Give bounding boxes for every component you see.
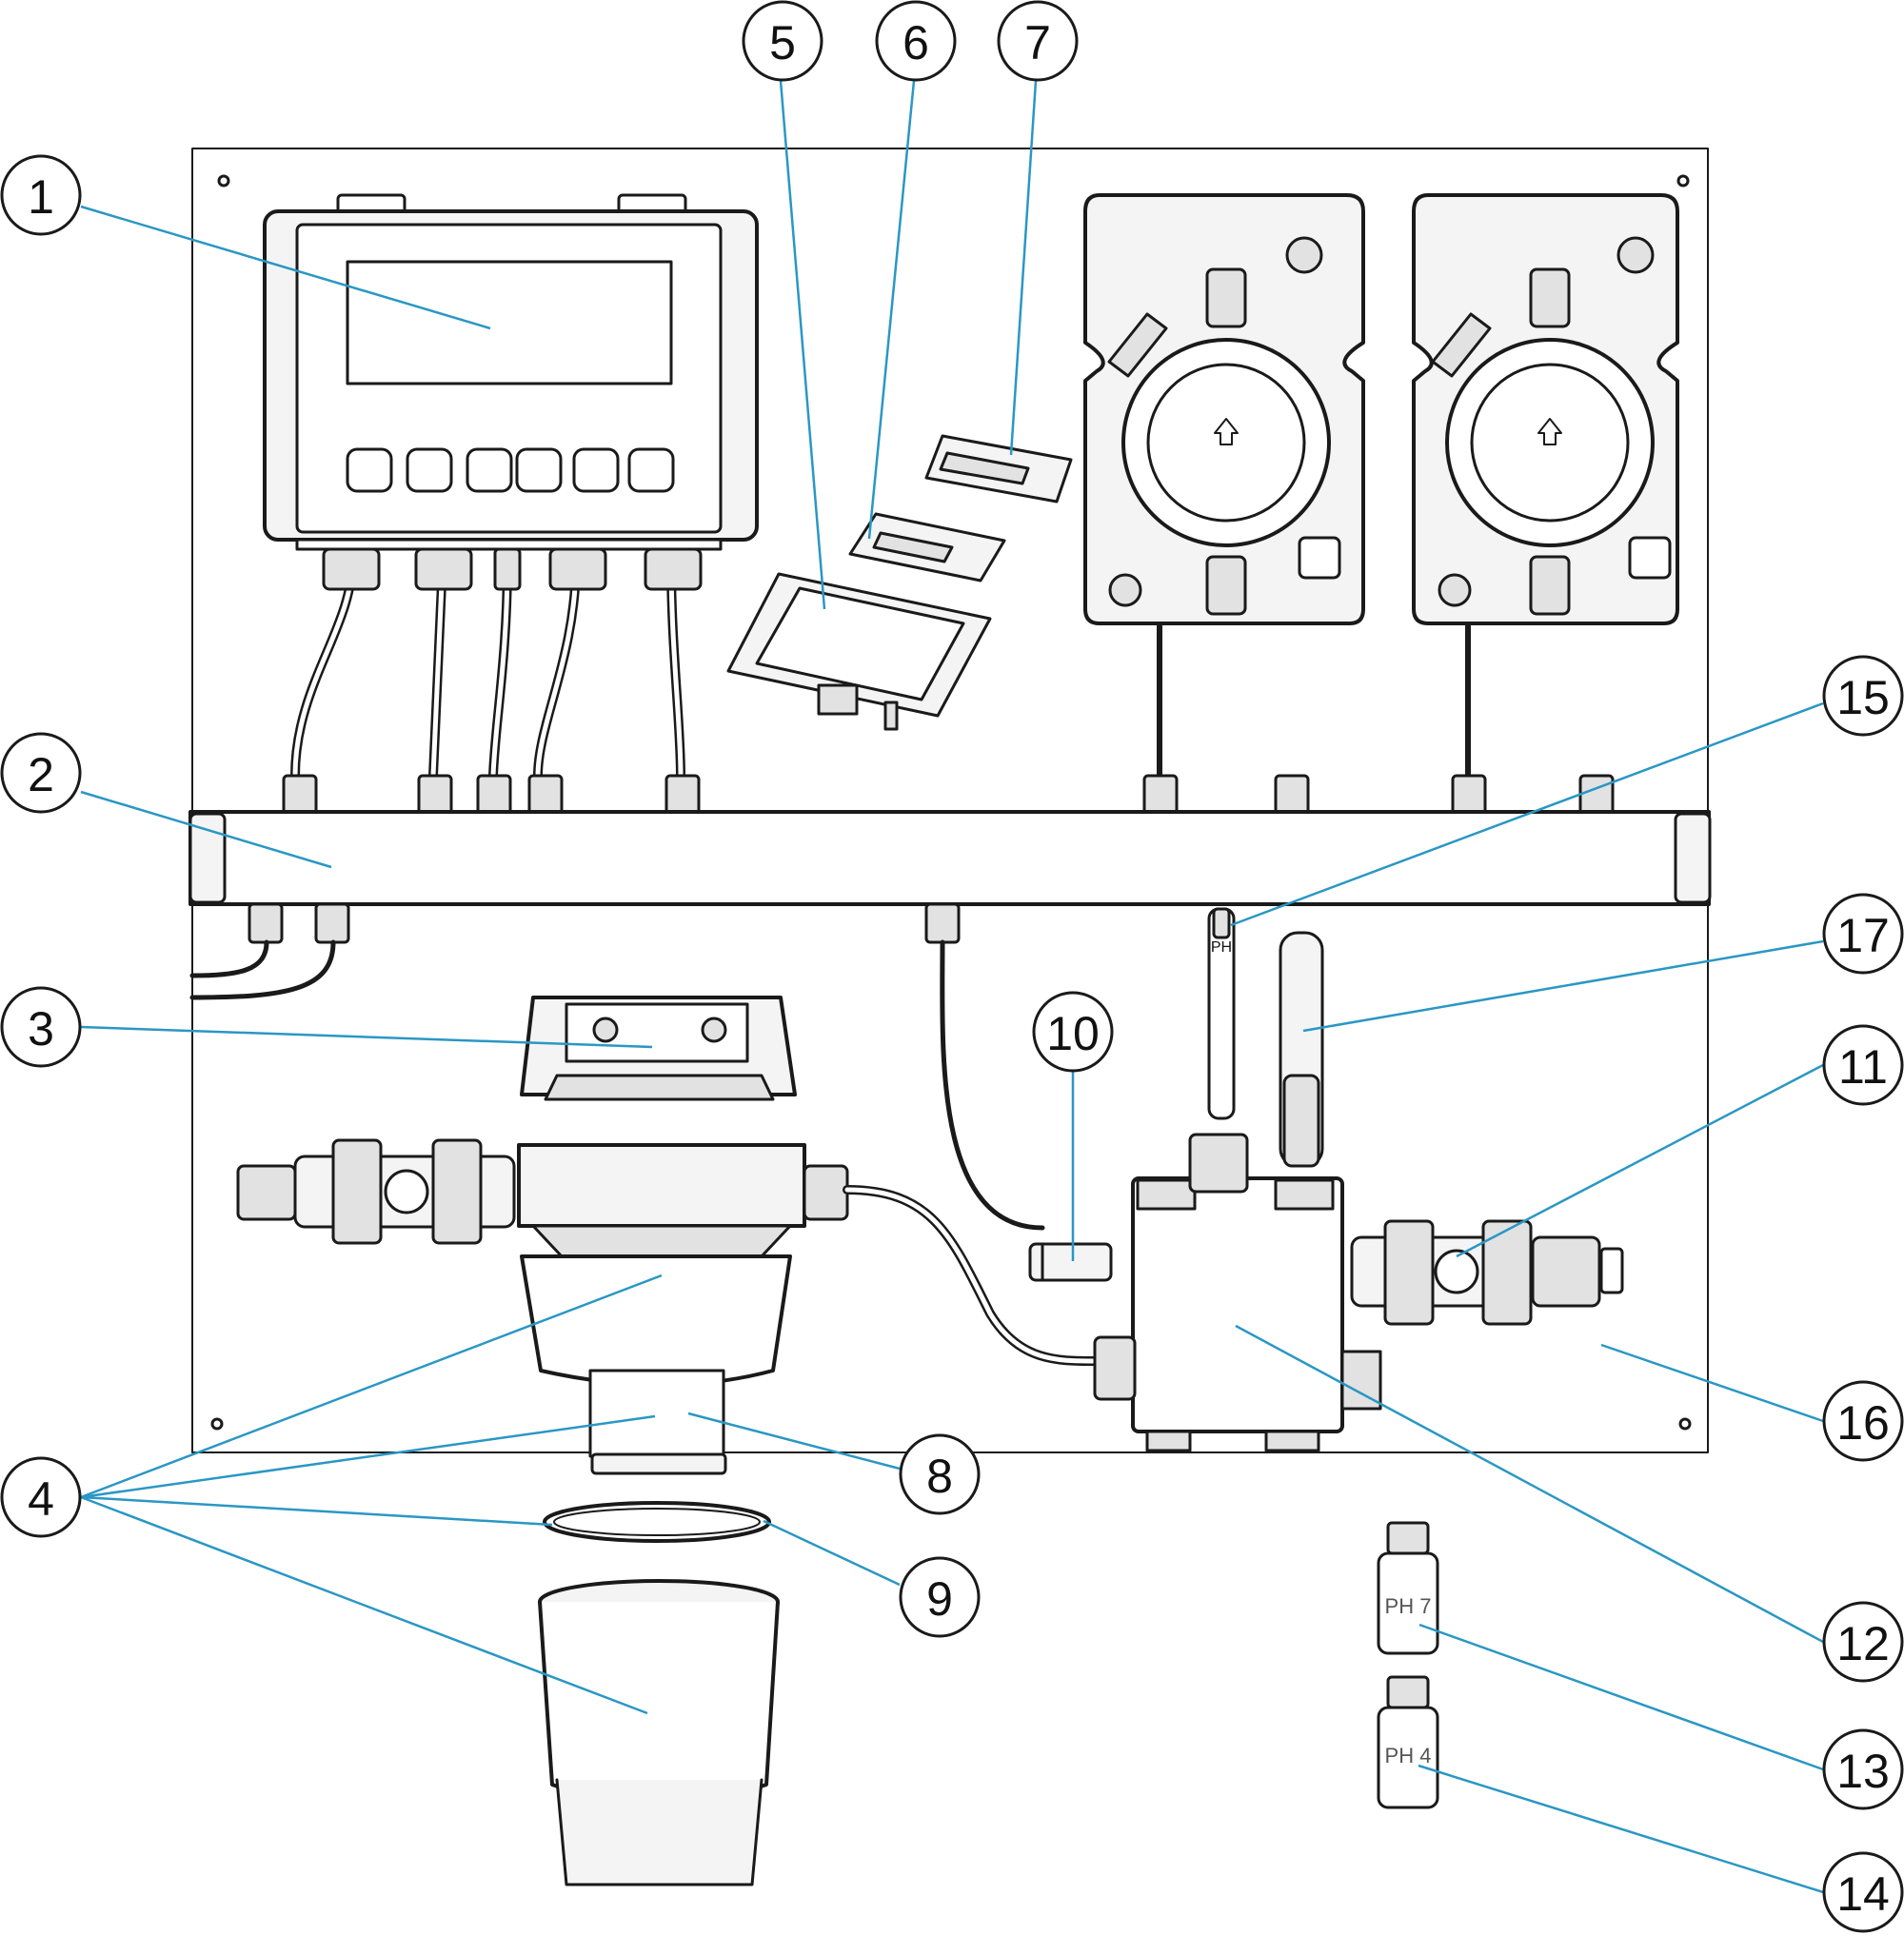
leader-12 <box>1235 1324 1824 1644</box>
callout-11: 11 <box>1822 1024 1904 1106</box>
callout-circle <box>742 0 823 82</box>
controller-buttons <box>346 447 675 493</box>
callout-circle <box>1822 893 1904 975</box>
leader-5 <box>779 80 826 610</box>
filter-assembly <box>236 1138 1100 1475</box>
callout-number: 7 <box>1024 16 1051 69</box>
callout-13: 13 <box>1822 1728 1904 1810</box>
ph7-label: PH 7 <box>1385 1594 1432 1618</box>
leader-4d <box>80 1495 648 1715</box>
callout-circle <box>1822 1851 1904 1933</box>
callout-number: 1 <box>28 170 54 224</box>
callout-4: 4 <box>0 1456 82 1538</box>
callout-10: 10 <box>1032 991 1114 1073</box>
ph4-label: PH 4 <box>1385 1744 1432 1767</box>
rail-fittings <box>282 774 1615 818</box>
cable-glands <box>322 547 703 591</box>
outlet-valve <box>1350 1219 1624 1326</box>
callout-5: 5 <box>742 0 823 82</box>
callout-circle <box>875 0 957 82</box>
callout-number: 4 <box>28 1472 54 1526</box>
circuit-board-small <box>848 512 1006 582</box>
leader-14 <box>1418 1764 1824 1894</box>
dosing-pump-right <box>1412 193 1679 779</box>
probe-holder-block <box>1093 1133 1382 1452</box>
leader-16 <box>1600 1343 1824 1423</box>
manifold-rail <box>188 774 1712 1231</box>
callout-circle <box>899 1433 981 1515</box>
leader-6 <box>867 80 916 540</box>
leader-17 <box>1302 939 1824 1033</box>
callout-circle <box>1822 1728 1904 1810</box>
leader-4a <box>80 1274 663 1499</box>
callout-number: 12 <box>1836 1617 1890 1670</box>
callout-number: 5 <box>769 16 796 69</box>
callout-circle <box>1822 1601 1904 1683</box>
controller-unit <box>263 193 759 591</box>
callout-number: 6 <box>902 16 929 69</box>
callout-circle <box>1822 655 1904 737</box>
callout-1: 1 <box>0 154 82 236</box>
display-board <box>726 572 992 731</box>
buffer-bottle-ph4: PH 4 <box>1377 1675 1439 1809</box>
callout-2: 2 <box>0 732 82 814</box>
callout-circle <box>0 732 82 814</box>
callout-17: 17 <box>1822 893 1904 975</box>
callout-number: 16 <box>1836 1396 1890 1450</box>
reference-electrode <box>1279 931 1324 1168</box>
callout-number: 9 <box>926 1572 953 1626</box>
callout-6: 6 <box>875 0 957 82</box>
leader-7 <box>1009 80 1038 456</box>
leader-4c <box>80 1495 553 1527</box>
rail-bottom-fittings <box>248 902 961 944</box>
parts-drawing: PH PH 7 PH 4 <box>188 148 1712 1886</box>
cable-connector <box>1028 1242 1113 1282</box>
callout-circle <box>997 0 1079 82</box>
callout-circle <box>1822 1024 1904 1106</box>
leader-1 <box>80 205 491 330</box>
leader-15 <box>1230 701 1824 927</box>
filter-bowl <box>538 1579 780 1886</box>
callout-circle <box>899 1556 981 1638</box>
callout-16: 16 <box>1822 1380 1904 1462</box>
leader-8 <box>687 1412 901 1471</box>
callout-number: 15 <box>1836 671 1890 724</box>
leader-lines <box>80 80 1824 1894</box>
ph-probe: PH <box>1207 907 1236 1120</box>
callout-number: 13 <box>1836 1745 1890 1798</box>
callout-7: 7 <box>997 0 1079 82</box>
buffer-bottle-ph7: PH 7 <box>1377 1521 1439 1655</box>
dosing-pump-left <box>1083 193 1365 779</box>
callout-3: 3 <box>0 986 82 1068</box>
callout-circle <box>0 154 82 236</box>
callout-circle <box>1822 1380 1904 1462</box>
leader-4b <box>80 1414 656 1499</box>
ph-probe-label: PH <box>1211 939 1232 956</box>
o-ring-seal <box>543 1501 771 1543</box>
leader-2 <box>80 790 332 869</box>
callout-number: 14 <box>1836 1867 1890 1921</box>
leader-9 <box>763 1519 901 1587</box>
callout-number: 10 <box>1046 1007 1100 1060</box>
callout-14: 14 <box>1822 1851 1904 1933</box>
callout-12: 12 <box>1822 1601 1904 1683</box>
leader-13 <box>1418 1623 1824 1771</box>
callout-number: 11 <box>1838 1040 1888 1094</box>
callout-circle <box>0 1456 82 1538</box>
leader-3 <box>80 1025 653 1049</box>
circuit-board-top <box>924 434 1073 503</box>
leader-11 <box>1456 1063 1824 1258</box>
callout-number: 17 <box>1836 909 1890 962</box>
callout-15: 15 <box>1822 655 1904 737</box>
callout-9: 9 <box>899 1556 981 1638</box>
callout-number: 2 <box>28 748 54 801</box>
callout-circle <box>0 986 82 1068</box>
filter-top-cover <box>520 996 797 1101</box>
callout-number: 3 <box>28 1002 54 1056</box>
callout-number: 8 <box>926 1450 953 1503</box>
callout-circle <box>1032 991 1114 1073</box>
callout-8: 8 <box>899 1433 981 1515</box>
